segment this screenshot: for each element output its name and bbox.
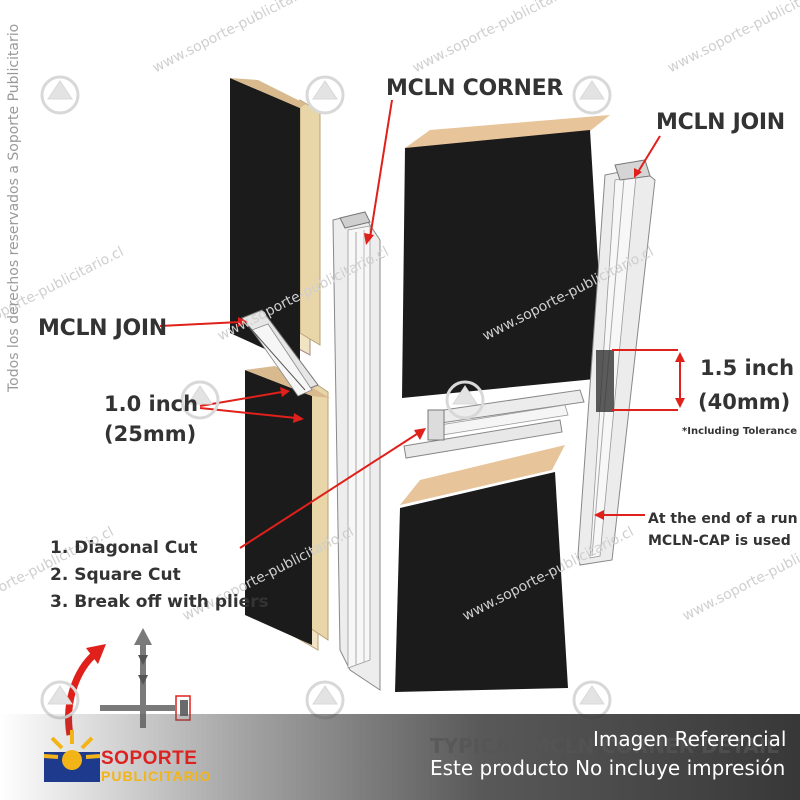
label-1-0-inch: 1.0 inch xyxy=(104,392,199,416)
rights-notice: Todos los derechos reservados a Soporte … xyxy=(6,23,22,392)
center-upper-panel xyxy=(402,115,610,398)
leader-lines xyxy=(159,99,685,549)
step-1: 1. Diagonal Cut xyxy=(50,538,198,558)
logo-line-2: PUBLICITARIO xyxy=(101,768,212,784)
label-40mm: (40mm) xyxy=(698,390,791,414)
label-mcln-join-top: MCLN JOIN xyxy=(656,110,785,135)
caption-line-2: Este producto No incluye impresión xyxy=(430,756,786,780)
step-2: 2. Square Cut xyxy=(50,565,181,585)
label-25mm: (25mm) xyxy=(104,422,197,446)
center-lower-panel xyxy=(395,445,568,692)
logo-sun-icon xyxy=(43,730,101,782)
caption-line-1: Imagen Referencial xyxy=(593,727,787,751)
label-mcln-join-left: MCLN JOIN xyxy=(38,316,167,341)
label-tolerance: *Including Tolerance xyxy=(682,426,797,437)
logo-line-1: SOPORTE xyxy=(101,748,198,769)
diagram-title: TYPICAL MCLN CORNER DETAIL xyxy=(430,734,779,758)
step-3: 3. Break off with pliers xyxy=(50,592,269,612)
label-end-run-1: At the end of a run xyxy=(648,511,798,527)
label-end-run-2: MCLN-CAP is used xyxy=(648,533,791,549)
corner-profile xyxy=(332,211,381,691)
label-1-5-inch: 1.5 inch xyxy=(700,356,795,380)
left-join-profile xyxy=(241,309,319,397)
caption-band xyxy=(0,714,800,800)
center-join-pieces xyxy=(403,389,585,459)
label-mcln-corner: MCLN CORNER xyxy=(386,76,563,101)
left-upper-panel xyxy=(230,78,321,365)
left-lower-panel xyxy=(245,366,330,651)
